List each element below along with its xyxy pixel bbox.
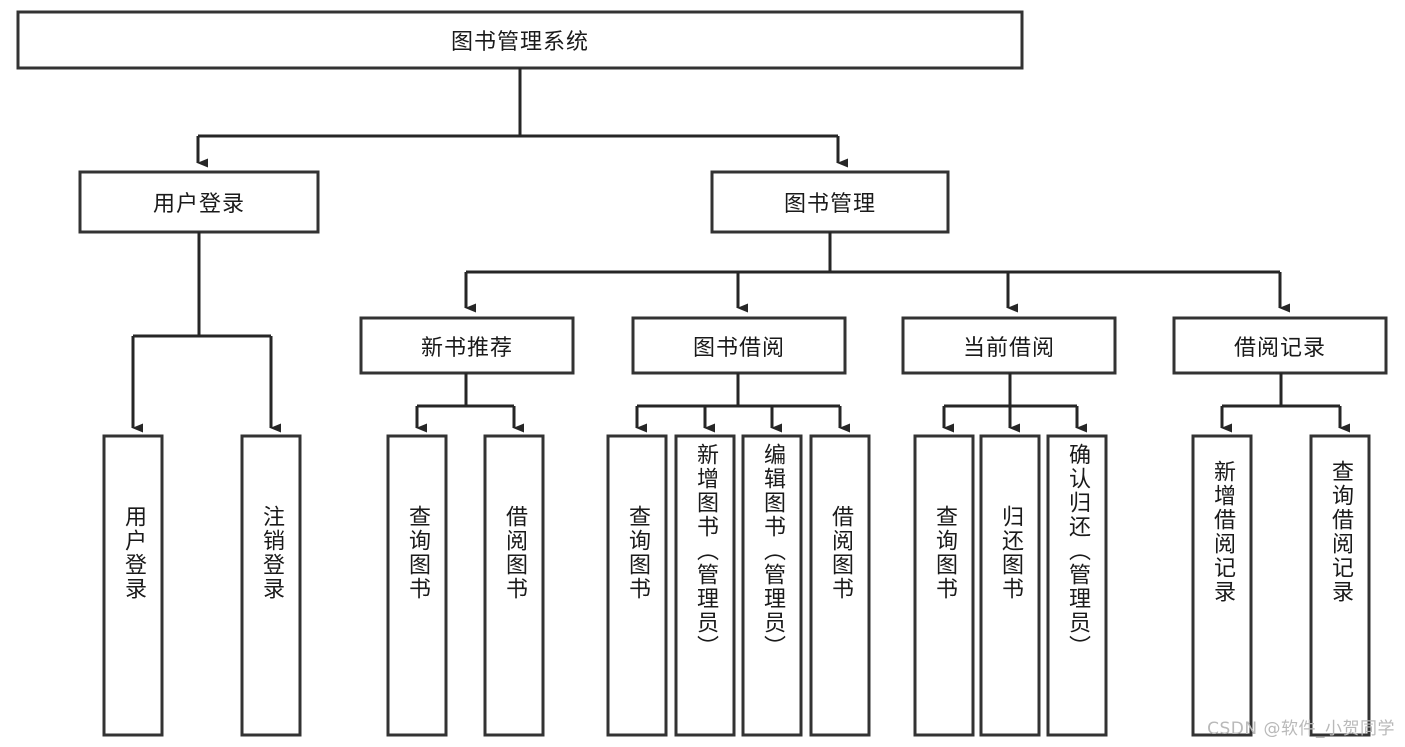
leaf-box-user-login-0[interactable] bbox=[102, 434, 164, 737]
leaf-box-book-borrow-3[interactable] bbox=[809, 434, 871, 737]
node-borrow-record[interactable] bbox=[1172, 316, 1388, 375]
node-book-management[interactable] bbox=[710, 170, 950, 234]
csdn-watermark: CSDN @软件_小贺同学 bbox=[1207, 719, 1395, 739]
node-current-borrow[interactable] bbox=[901, 316, 1117, 375]
leaf-box-user-login-1[interactable] bbox=[240, 434, 302, 737]
leaf-box-book-borrow-0[interactable] bbox=[606, 434, 668, 737]
leaf-box-borrow-record-1[interactable] bbox=[1309, 434, 1371, 737]
leaf-box-book-borrow-1[interactable] bbox=[674, 434, 736, 737]
leaf-box-current-borrow-2[interactable] bbox=[1046, 434, 1108, 737]
leaf-box-current-borrow-1[interactable] bbox=[979, 434, 1041, 737]
node-new-book-recommend[interactable] bbox=[359, 316, 575, 375]
node-user-login[interactable] bbox=[78, 170, 320, 234]
leaf-box-borrow-record-0[interactable] bbox=[1191, 434, 1253, 737]
node-root-book-management-system[interactable] bbox=[16, 10, 1024, 70]
leaf-box-current-borrow-0[interactable] bbox=[913, 434, 975, 737]
leaf-box-new-book-0[interactable] bbox=[386, 434, 448, 737]
node-book-borrow[interactable] bbox=[631, 316, 847, 375]
leaf-box-new-book-1[interactable] bbox=[483, 434, 545, 737]
leaf-box-book-borrow-2[interactable] bbox=[741, 434, 803, 737]
